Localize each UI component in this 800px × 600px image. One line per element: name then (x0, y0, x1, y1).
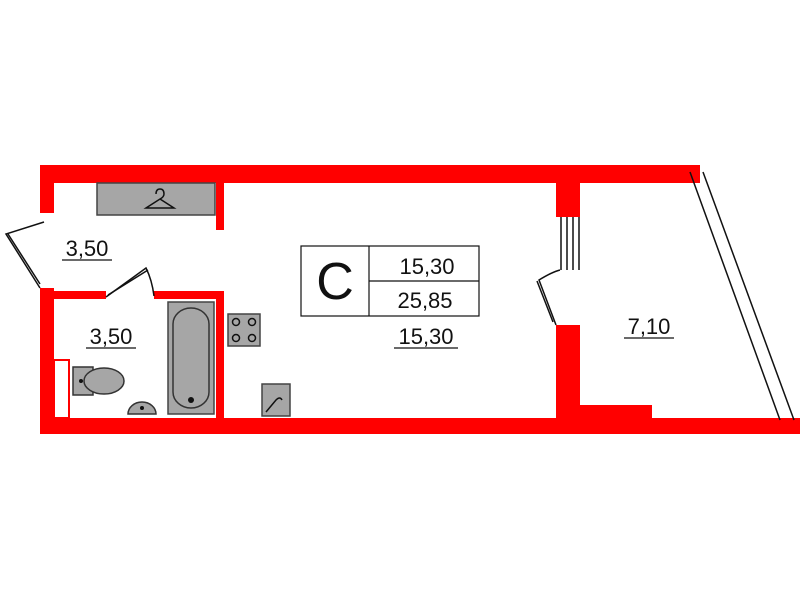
wall-bathroom-top-left (40, 291, 106, 299)
hanger-icon (143, 188, 177, 209)
balcony-door (538, 269, 561, 326)
doors (4, 221, 561, 326)
wall-top (40, 165, 700, 183)
bathroom-niche (53, 359, 70, 419)
toilet-icon (72, 366, 125, 396)
legend-letter: C (316, 253, 354, 311)
entrance-door (4, 221, 45, 289)
balcony-ledge (580, 405, 652, 421)
living-area-label: 15,30 (398, 324, 453, 349)
wall-wardrobe-partition (216, 165, 224, 230)
walls (40, 165, 800, 434)
balcony-window (560, 217, 580, 270)
cooktop-icon (227, 313, 261, 347)
kitchen-sink-icon (261, 383, 291, 417)
wardrobe (96, 182, 216, 216)
balcony-outline (689, 171, 795, 421)
balcony-area-label: 7,10 (628, 314, 671, 339)
wall-left-upper (40, 165, 54, 213)
legend-total-area: 25,85 (397, 288, 452, 313)
bathtub-icon (167, 301, 215, 415)
wall-left-lower (40, 288, 54, 434)
wall-bathroom-right (216, 291, 224, 421)
bathroom-door (105, 266, 155, 298)
wall-bottom (40, 418, 800, 434)
hall-area-label: 3,50 (66, 236, 109, 261)
legend-living-area: 15,30 (399, 254, 454, 279)
legend-box: C 15,30 25,85 (300, 245, 480, 317)
wall-balcony-lower (556, 325, 580, 433)
wall-balcony-upper (556, 165, 580, 217)
bathroom-area-label: 3,50 (90, 324, 133, 349)
wall-bathroom-top-right (154, 291, 224, 299)
washbasin-icon (127, 401, 157, 415)
